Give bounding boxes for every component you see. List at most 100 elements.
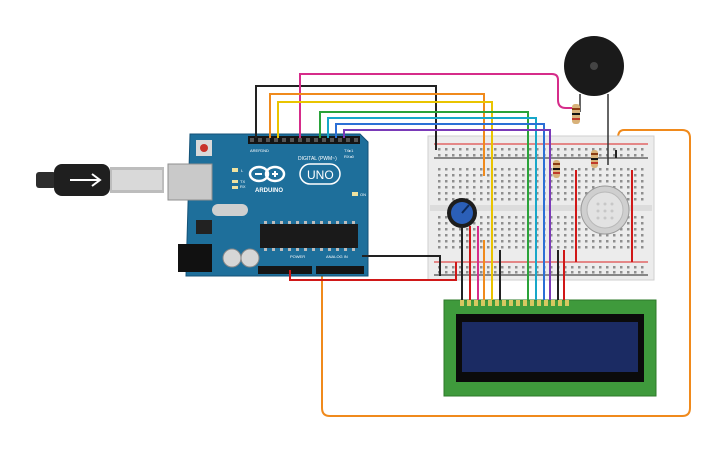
breadboard-hole [487, 186, 490, 189]
breadboard-hole [599, 240, 602, 243]
breadboard-hole [550, 271, 553, 274]
resistor-buzzer[interactable] [572, 104, 580, 124]
breadboard-hole [592, 148, 595, 151]
breadboard-hole [529, 266, 532, 269]
breadboard-hole [515, 186, 518, 189]
resistor-1[interactable] [553, 160, 560, 178]
on-label: ON [360, 192, 366, 197]
breadboard-hole [592, 186, 595, 189]
breadboard-hole [515, 174, 518, 177]
breadboard-hole [494, 168, 497, 171]
breadboard-hole [487, 168, 490, 171]
breadboard-hole [473, 192, 476, 195]
breadboard-hole [438, 154, 441, 157]
breadboard-hole [613, 234, 616, 237]
breadboard-hole [508, 271, 511, 274]
breadboard-hole [480, 216, 483, 219]
breadboard-hole [641, 271, 644, 274]
breadboard-hole [452, 186, 455, 189]
breadboard-hole [501, 240, 504, 243]
wire-red-power[interactable] [289, 262, 457, 281]
breadboard-hole [627, 174, 630, 177]
wire-purple[interactable] [343, 129, 551, 300]
breadboard-hole [557, 234, 560, 237]
breadboard-hole [620, 246, 623, 249]
gas-sensor[interactable] [580, 185, 630, 235]
breadboard-hole [529, 198, 532, 201]
breadboard-hole [634, 168, 637, 171]
usb-icon [70, 173, 102, 187]
breadboard-hole [466, 266, 469, 269]
breadboard-hole [515, 216, 518, 219]
breadboard-hole [557, 154, 560, 157]
wire-orange[interactable] [269, 93, 485, 176]
breadboard-hole [585, 234, 588, 237]
breadboard-hole [522, 266, 525, 269]
breadboard-hole [473, 246, 476, 249]
breadboard-hole [522, 154, 525, 157]
breadboard-hole [480, 180, 483, 183]
breadboard-hole [634, 186, 637, 189]
breadboard-hole [522, 198, 525, 201]
breadboard-hole [515, 234, 518, 237]
breadboard-hole [606, 174, 609, 177]
breadboard-hole [438, 174, 441, 177]
lcd-wires[interactable] [461, 226, 565, 300]
breadboard-hole [529, 168, 532, 171]
usb-cable[interactable] [36, 164, 164, 196]
breadboard-hole [466, 228, 469, 231]
breadboard-hole [634, 266, 637, 269]
wire-green[interactable] [319, 111, 529, 300]
breadboard-hole [550, 192, 553, 195]
resistor-2[interactable] [591, 150, 598, 168]
wire-cyan[interactable] [327, 117, 537, 300]
breadboard-hole [557, 186, 560, 189]
breadboard-hole [641, 174, 644, 177]
breadboard-hole [508, 266, 511, 269]
breadboard-hole [585, 271, 588, 274]
wire-orange-loop[interactable] [321, 129, 691, 417]
breadboard-hole [550, 198, 553, 201]
breadboard-hole [522, 246, 525, 249]
breadboard-hole [466, 174, 469, 177]
breadboard-hole [620, 168, 623, 171]
breadboard-hole [445, 148, 448, 151]
breadboard-hole [466, 154, 469, 157]
wire-magenta[interactable] [299, 73, 572, 138]
arduino-uno-board[interactable]: AREF GND TX▸1 RX◂0 DIGITAL (PWM~) ARDUIN… [167, 133, 369, 277]
breadboard-hole [627, 192, 630, 195]
wire-blue[interactable] [335, 123, 545, 300]
breadboard-hole [550, 186, 553, 189]
wire-yellow[interactable] [277, 101, 493, 300]
breadboard-hole [529, 192, 532, 195]
breadboard-hole [501, 198, 504, 201]
breadboard-hole [480, 192, 483, 195]
breadboard-hole [466, 234, 469, 237]
breadboard-hole [445, 180, 448, 183]
breadboard-hole [501, 192, 504, 195]
breadboard-hole [571, 186, 574, 189]
breadboard-hole [515, 266, 518, 269]
breadboard-hole [564, 192, 567, 195]
breadboard-hole [634, 216, 637, 219]
rx-pin-label: RX◂0 [344, 154, 355, 159]
breadboard-hole [445, 186, 448, 189]
breadboard-hole [508, 234, 511, 237]
breadboard-hole [578, 234, 581, 237]
breadboard-hole [592, 168, 595, 171]
breadboard-hole [515, 154, 518, 157]
breadboard-hole [606, 240, 609, 243]
breadboard-hole [620, 180, 623, 183]
lcd-16x2[interactable] [443, 299, 657, 397]
breadboard-hole [473, 168, 476, 171]
breadboard-hole [578, 216, 581, 219]
piezo-buzzer[interactable] [564, 36, 624, 165]
breadboard-hole [508, 168, 511, 171]
breadboard-hole [536, 174, 539, 177]
breadboard-hole [529, 186, 532, 189]
potentiometer[interactable] [447, 198, 477, 228]
breadboard-hole [599, 148, 602, 151]
wire-black-power[interactable] [362, 255, 441, 276]
breadboard-hole [641, 148, 644, 151]
breadboard-hole [627, 222, 630, 225]
